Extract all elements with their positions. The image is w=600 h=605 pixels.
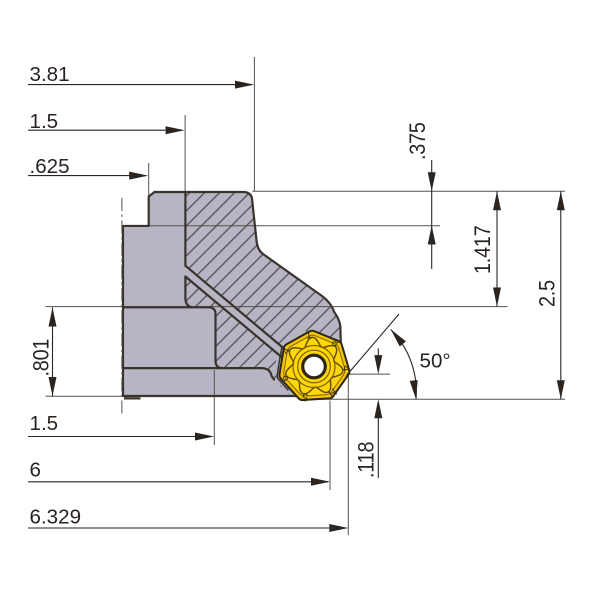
svg-text:3.81: 3.81 [30, 63, 70, 86]
svg-text:.801: .801 [30, 339, 54, 377]
svg-text:1.417: 1.417 [471, 225, 495, 274]
svg-text:2.5: 2.5 [536, 280, 560, 307]
svg-text:4: 4 [280, 346, 293, 357]
svg-text:6: 6 [278, 373, 291, 383]
svg-text:50°: 50° [420, 350, 451, 373]
svg-text:6: 6 [30, 459, 41, 482]
svg-text:4: 4 [339, 365, 351, 372]
svg-text:1: 1 [305, 329, 313, 342]
svg-text:1.5: 1.5 [30, 412, 59, 435]
svg-text:1.5: 1.5 [30, 110, 59, 133]
svg-text:.375: .375 [406, 122, 430, 160]
svg-text:6.329: 6.329 [30, 506, 82, 529]
svg-text:.118: .118 [355, 442, 379, 478]
svg-text:.625: .625 [30, 155, 70, 178]
svg-text:5: 5 [301, 390, 310, 403]
